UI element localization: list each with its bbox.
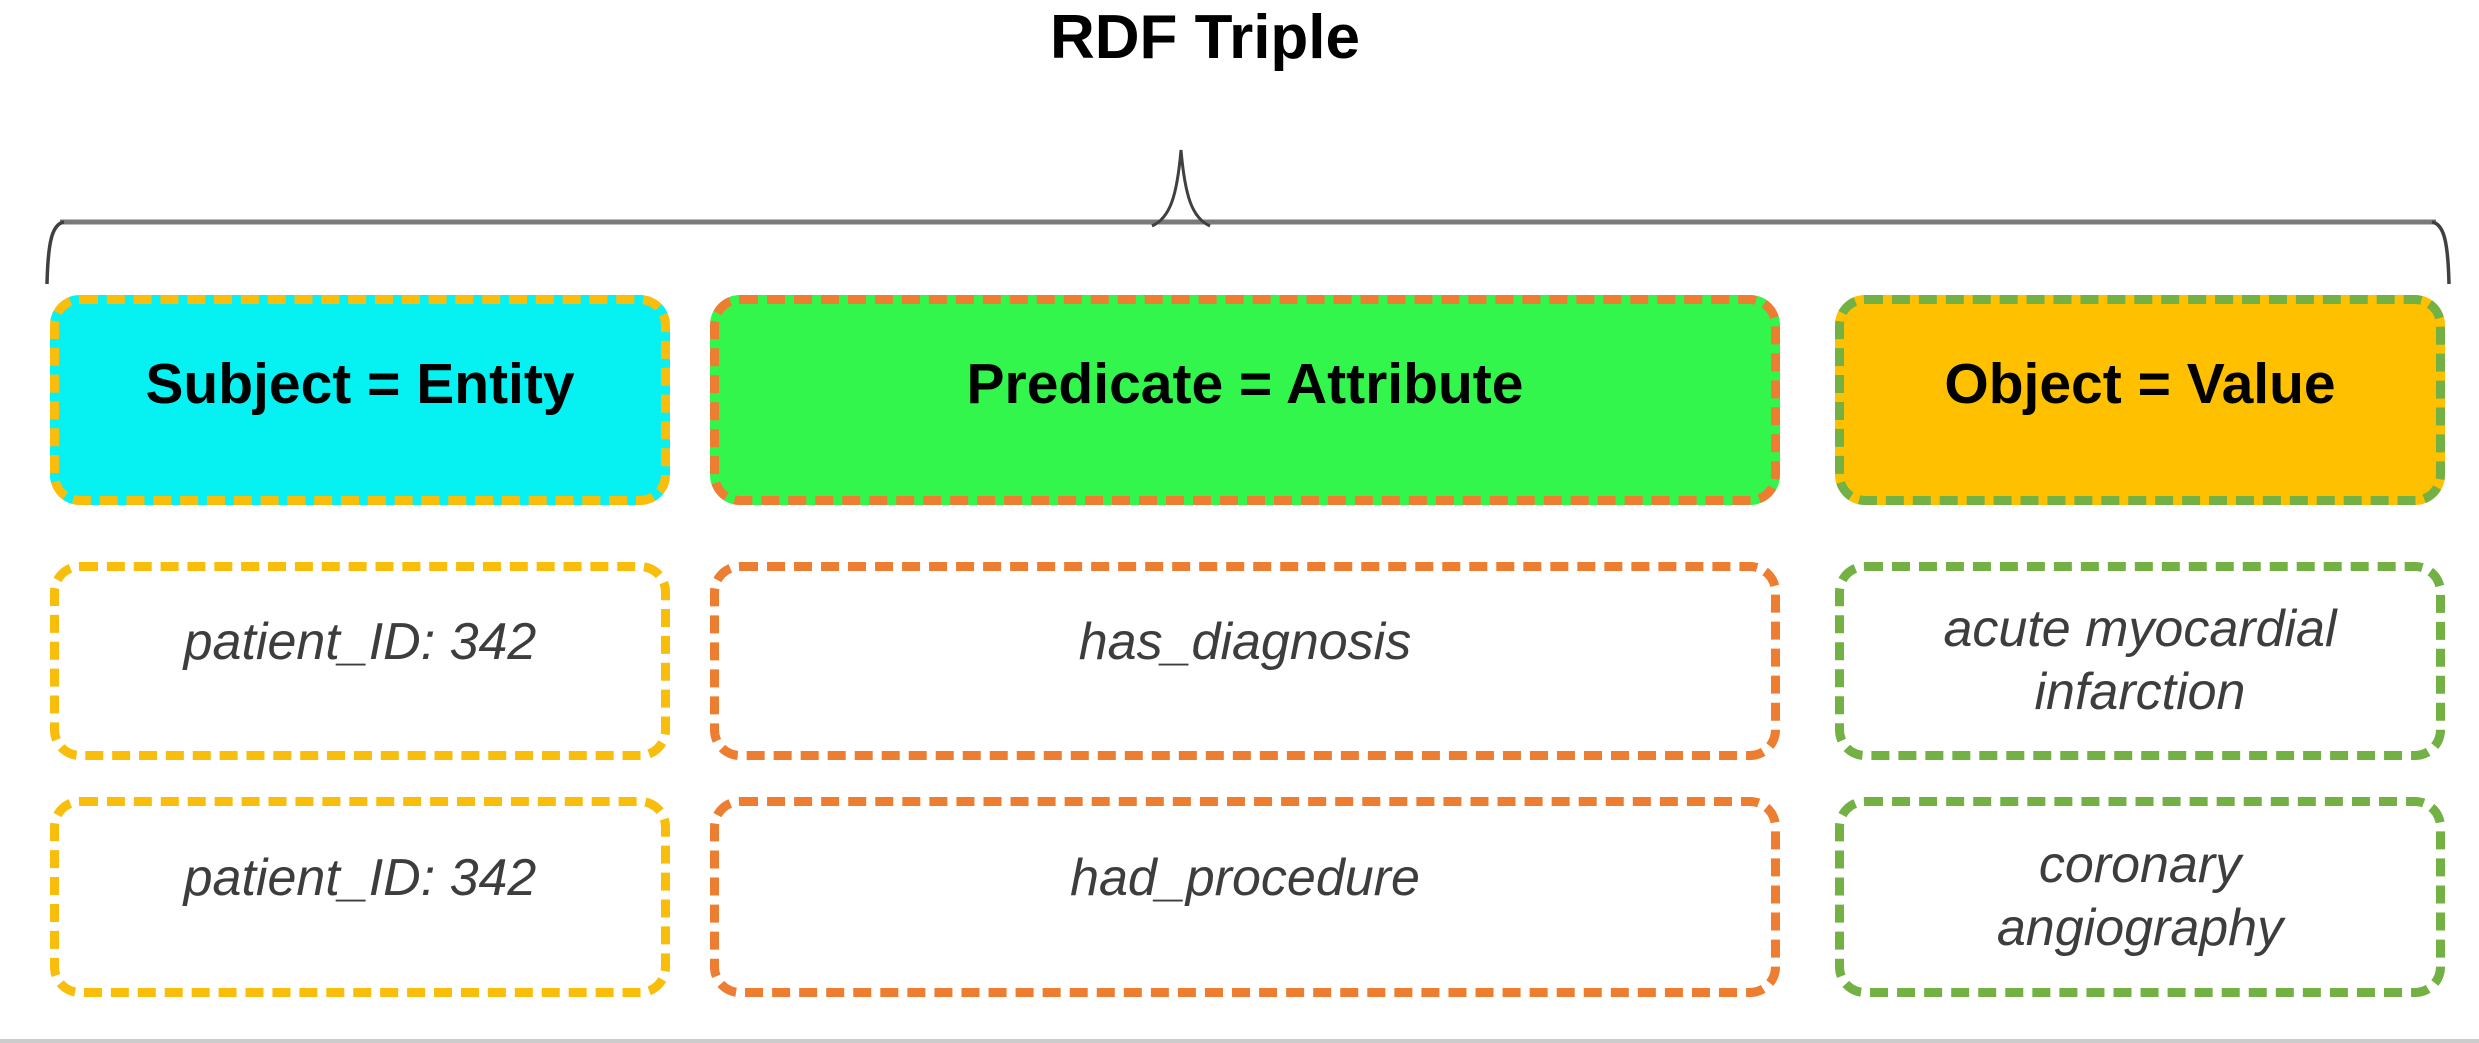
object-cell-row1: acute myocardial infarction bbox=[1835, 562, 2445, 760]
predicate-cell-row1: has_diagnosis bbox=[710, 562, 1780, 760]
object-header-label: Object = Value bbox=[1944, 352, 2336, 416]
subject-cell-row2: patient_ID: 342 bbox=[50, 797, 670, 997]
predicate-header-label: Predicate = Attribute bbox=[966, 352, 1524, 416]
subject-cell-row1: patient_ID: 342 bbox=[50, 562, 670, 760]
object-value-row1: acute myocardial infarction bbox=[1943, 599, 2337, 721]
predicate-value-row2: had_procedure bbox=[1070, 849, 1420, 908]
predicate-value-row1: has_diagnosis bbox=[1078, 613, 1412, 672]
diagram-title: RDF Triple bbox=[1049, 3, 1361, 72]
object-header-box: Object = Value bbox=[1835, 295, 2445, 505]
subject-header-label: Subject = Entity bbox=[145, 352, 575, 416]
object-value-row2: coronary angiography bbox=[1996, 835, 2284, 957]
bottom-edge-line bbox=[0, 1039, 2479, 1043]
subject-header-box: Subject = Entity bbox=[50, 295, 670, 505]
object-cell-row2: coronary angiography bbox=[1835, 797, 2445, 997]
subject-value-row1: patient_ID: 342 bbox=[183, 613, 537, 672]
predicate-cell-row2: had_procedure bbox=[710, 797, 1780, 997]
brace-right-hook bbox=[2431, 220, 2451, 285]
brace-center-spike bbox=[1151, 149, 1211, 228]
brace-graphic bbox=[45, 149, 2451, 285]
subject-value-row2: patient_ID: 342 bbox=[183, 849, 537, 908]
brace-left-hook bbox=[45, 220, 65, 285]
predicate-header-box: Predicate = Attribute bbox=[710, 295, 1780, 505]
